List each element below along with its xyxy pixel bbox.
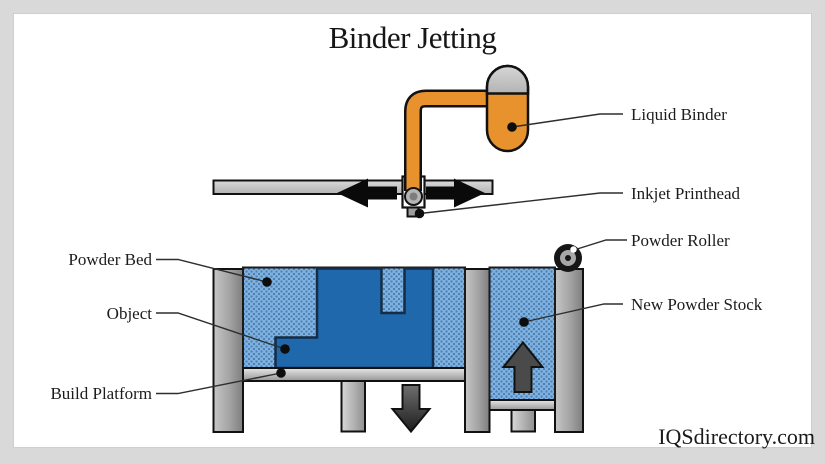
left-wall [212, 268, 244, 433]
down-arrow-icon [390, 384, 432, 434]
leader-object [156, 312, 286, 350]
label-liquid-binder: Liquid Binder [631, 105, 727, 124]
right-wall [554, 268, 584, 433]
label-object: Object [106, 304, 152, 323]
left-arrow-icon [337, 178, 397, 208]
binder-tube [406, 92, 488, 191]
dot-new-powder-stock [519, 317, 529, 327]
label-inkjet-printhead: Inkjet Printhead [631, 184, 741, 203]
supply-platform [488, 399, 556, 411]
label-build-platform: Build Platform [50, 384, 152, 403]
object [274, 267, 435, 370]
leader-build-platform [156, 372, 282, 395]
label-powder-bed: Powder Bed [68, 250, 152, 269]
tube-fitting-center [409, 192, 418, 201]
leader-new-powder-stock [523, 303, 623, 323]
dot-powder-bed [262, 277, 272, 287]
label-new-powder-stock: New Powder Stock [631, 295, 763, 314]
dot-liquid-binder [507, 122, 517, 132]
dot-build-platform [276, 368, 286, 378]
right-arrow-icon [426, 178, 485, 208]
reservoir-cap [485, 64, 530, 95]
leader-inkjet-printhead [419, 192, 623, 215]
leader-powder-bed [156, 258, 268, 283]
supply-piston [510, 409, 536, 433]
up-arrow-icon [501, 340, 545, 393]
middle-wall [464, 268, 491, 433]
label-powder-roller: Powder Roller [631, 231, 730, 250]
leader-liquid-binder [511, 113, 623, 128]
watermark: IQSdirectory.com [658, 424, 815, 449]
page-title: Binder Jetting [328, 20, 497, 55]
build-piston [340, 380, 366, 433]
dot-powder-roller [570, 246, 577, 253]
leader-powder-roller [573, 239, 627, 251]
dot-inkjet-printhead [414, 208, 425, 219]
dot-object [280, 344, 290, 354]
